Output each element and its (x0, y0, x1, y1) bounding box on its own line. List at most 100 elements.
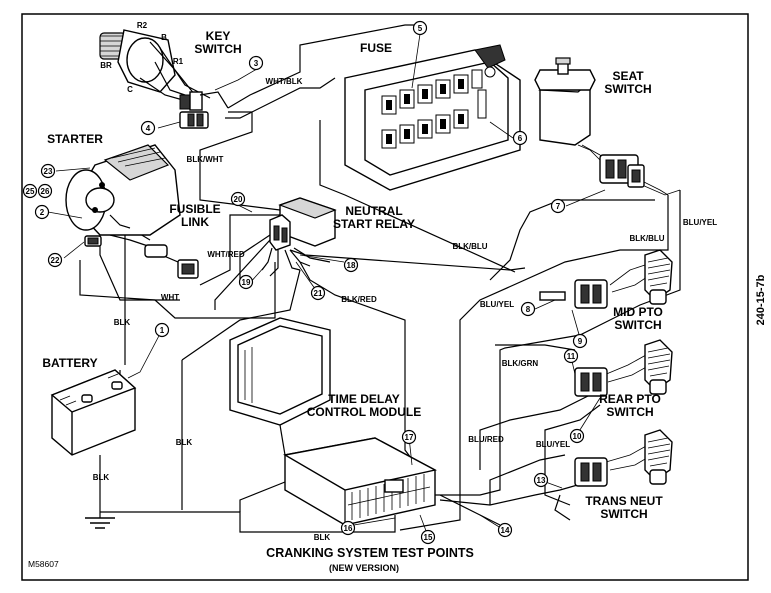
rear-pto-switch (574, 339, 673, 397)
terminal-c: C (127, 85, 133, 94)
callout-17-text: 17 (405, 433, 414, 442)
terminal-r2: R2 (137, 21, 148, 30)
callout-21-text: 21 (314, 289, 323, 298)
callout-9-text: 9 (578, 337, 583, 346)
callout-19: 19 (238, 274, 254, 290)
terminal-br: BR (100, 61, 112, 70)
time-delay-module (229, 317, 437, 526)
callout-16-text: 16 (344, 524, 353, 533)
callout-23: 23 (40, 163, 56, 179)
callout-6: 6 (512, 130, 528, 146)
label-fuse: FUSE (360, 41, 392, 55)
wire-label-wht-red: WHT/RED (207, 250, 245, 259)
callout-22: 22 (47, 252, 63, 268)
callout-13: 13 (533, 472, 549, 488)
callout-26-text: 26 (41, 187, 50, 196)
callout-1-text: 1 (160, 326, 165, 335)
callout-8-text: 8 (526, 305, 531, 314)
callout-25: 25 (22, 183, 38, 199)
wire-label-blk-blu-2: BLK/BLU (629, 234, 664, 243)
wire-label-wht: WHT (161, 293, 179, 302)
callout-19-text: 19 (242, 278, 251, 287)
callout-23-text: 23 (44, 167, 53, 176)
ground-symbol (85, 517, 115, 529)
fuse-block (344, 44, 521, 191)
callout-20-text: 20 (234, 195, 243, 204)
mid-pto-switch (539, 249, 673, 309)
fusible-link (144, 244, 199, 279)
callout-16: 16 (340, 520, 356, 536)
callout-9: 9 (572, 333, 588, 349)
callout-7-text: 7 (556, 202, 561, 211)
diagram-subtitle: (NEW VERSION) (329, 563, 399, 573)
diagram-border (21, 13, 749, 581)
callout-3: 3 (248, 55, 264, 71)
callout-22-text: 22 (51, 256, 60, 265)
callout-20: 20 (230, 191, 246, 207)
wire-label-blu-yel-1: BLU/YEL (683, 218, 717, 227)
neutral-start-relay (261, 197, 337, 277)
terminal-labels: R2 B R1 BR C (100, 21, 183, 94)
callout-8: 8 (520, 301, 536, 317)
callout-11-text: 11 (567, 352, 576, 361)
wire-label-blk-wht: BLK/WHT (187, 155, 224, 164)
callout-5: 5 (412, 20, 428, 36)
terminal-b: B (161, 33, 167, 42)
wire-label-blk-4: BLK (314, 533, 331, 542)
callout-21: 21 (310, 285, 326, 301)
battery (50, 369, 137, 456)
callout-10: 10 (569, 428, 585, 444)
callout-6-text: 6 (518, 134, 523, 143)
starter-motor (65, 144, 181, 247)
side-code: 240-15-7b (755, 274, 767, 325)
callout-13-text: 13 (537, 476, 546, 485)
callout-7: 7 (550, 198, 566, 214)
callout-18-text: 18 (347, 261, 356, 270)
wire-label-blk-1: BLK (114, 318, 131, 327)
wire-label-blu-yel-3: BLU/YEL (536, 440, 570, 449)
callout-15: 15 (420, 529, 436, 545)
wire-label-blk-red: BLK/RED (341, 295, 377, 304)
callout-14-text: 14 (501, 526, 510, 535)
seat-switch (534, 57, 645, 188)
callout-15-text: 15 (424, 533, 433, 542)
wire-labels: WHT/BLK BLK/WHT WHT/RED WHT BLK BLK BLK … (93, 77, 717, 542)
wire-label-blk-3: BLK (176, 438, 193, 447)
key-switch (99, 29, 229, 129)
callout-2: 2 (34, 204, 50, 220)
callout-18: 18 (343, 257, 359, 273)
callout-1: 1 (154, 322, 170, 338)
diagram-title: CRANKING SYSTEM TEST POINTS (266, 546, 474, 560)
callout-14: 14 (497, 522, 513, 538)
wire-label-blk-blu-1: BLK/BLU (452, 242, 487, 251)
callout-10-text: 10 (573, 432, 582, 441)
figure-id-code: M58607 (28, 559, 59, 569)
wire-label-blu-yel-2: BLU/YEL (480, 300, 514, 309)
trans-neut-switch (574, 429, 673, 487)
label-starter: STARTER (47, 132, 103, 146)
callout-11: 11 (563, 348, 579, 364)
callout-3-text: 3 (254, 59, 259, 68)
terminal-r1: R1 (173, 57, 184, 66)
callout-17: 17 (401, 429, 417, 445)
callout-markers: 1 2 3 4 5 6 7 8 9 10 11 13 14 15 16 17 1… (22, 20, 588, 545)
wire-label-blu-red: BLU/RED (468, 435, 504, 444)
wire-label-blk-2: BLK (93, 473, 110, 482)
wire-label-wht-blk: WHT/BLK (266, 77, 303, 86)
callout-4: 4 (140, 120, 156, 136)
callout-25-text: 25 (26, 187, 35, 196)
callout-2-text: 2 (40, 208, 45, 217)
label-battery: BATTERY (42, 356, 97, 370)
wire-label-blk-grn: BLK/GRN (502, 359, 539, 368)
